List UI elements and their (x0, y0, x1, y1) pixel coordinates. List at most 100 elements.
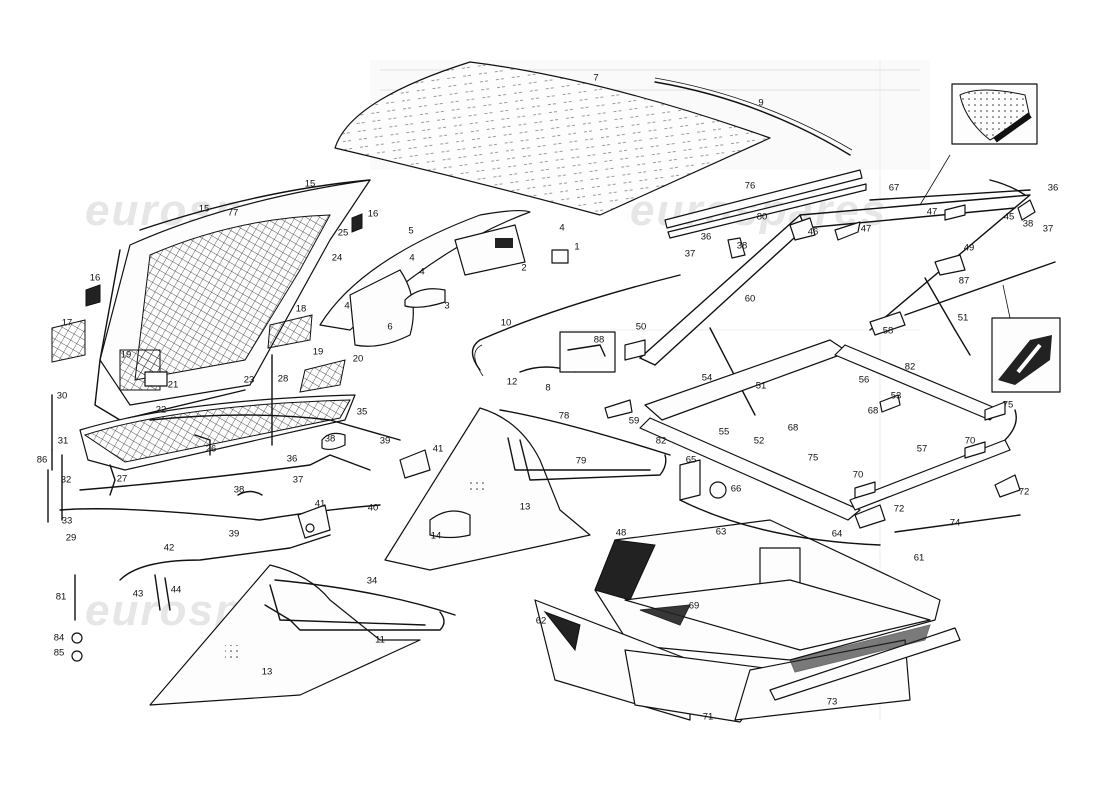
callout-label: 36 (287, 454, 298, 465)
callout-label: 33 (62, 516, 73, 527)
callout-label: 75 (808, 453, 819, 464)
callout-label: 38 (325, 434, 336, 445)
gas-strut-right (709, 277, 971, 416)
callout-label: 31 (58, 436, 69, 447)
callout-label: 58 (883, 326, 894, 337)
callout-label: 75 (1003, 400, 1014, 411)
callout-label: 13 (520, 502, 531, 513)
callout-label: 65 (686, 455, 697, 466)
callout-label: 44 (171, 585, 182, 596)
callout-label: 51 (756, 381, 767, 392)
callout-label: 20 (353, 354, 364, 365)
callout-label: 68 (868, 406, 879, 417)
callout-label: 84 (54, 633, 65, 644)
callout-label: 19 (121, 350, 132, 361)
callout-label: 4 (559, 223, 564, 234)
callout-label: 60 (745, 294, 756, 305)
callout-label: 36 (701, 232, 712, 243)
callout-label: 81 (56, 592, 67, 603)
boot-floor (534, 519, 961, 723)
callout-label: 26 (206, 444, 217, 455)
callout-label: 56 (859, 375, 870, 386)
callout-label: 29 (66, 533, 77, 544)
support-rod (904, 261, 1056, 316)
callout-label: 70 (853, 470, 864, 481)
callout-label: 82 (656, 436, 667, 447)
callout-label: 48 (616, 528, 627, 539)
callout-label: 9 (758, 98, 763, 109)
callout-label: 4 (419, 267, 424, 278)
callout-label: 23 (244, 375, 255, 386)
callout-label: 72 (1019, 487, 1030, 498)
callout-label: 24 (332, 253, 343, 264)
callout-label: 68 (788, 423, 799, 434)
gas-strut-left (47, 354, 273, 523)
callout-label: 38 (1023, 219, 1034, 230)
callout-label: 66 (731, 484, 742, 495)
callout-label: 85 (54, 648, 65, 659)
callout-label: 74 (950, 518, 961, 529)
callout-label: 42 (164, 543, 175, 554)
side-panel-lower (149, 564, 456, 706)
callout-label: 88 (594, 335, 605, 346)
callout-label: 80 (757, 212, 768, 223)
callout-label: 55 (719, 427, 730, 438)
callout-label: 59 (629, 416, 640, 427)
callout-label: 73 (827, 697, 838, 708)
callout-label: 61 (914, 553, 925, 564)
callout-label: 6 (387, 322, 392, 333)
callout-label: 38 (737, 241, 748, 252)
callout-label: 57 (917, 444, 928, 455)
callout-label: 2 (521, 263, 526, 274)
callout-label: 76 (745, 181, 756, 192)
callout-label: 77 (228, 208, 239, 219)
callout-label: 82 (905, 362, 916, 373)
callout-label: 71 (703, 712, 714, 723)
callout-label: 27 (117, 474, 128, 485)
callout-label: 5 (408, 226, 413, 237)
callout-label: 41 (433, 444, 444, 455)
callout-label: 78 (559, 411, 570, 422)
callout-label: 37 (685, 249, 696, 260)
cables-left (59, 414, 401, 581)
callout-label: 17 (62, 318, 73, 329)
callout-label: 43 (133, 589, 144, 600)
callout-label: 38 (234, 485, 245, 496)
callout-label: 16 (90, 273, 101, 284)
callout-label: 52 (754, 436, 765, 447)
callout-label: 87 (959, 276, 970, 287)
callout-label: 16 (368, 209, 379, 220)
callout-label: 54 (702, 373, 713, 384)
callout-label: 70 (965, 436, 976, 447)
callout-label: 32 (61, 475, 72, 486)
small-hardware (71, 432, 346, 662)
callout-label: 7 (593, 73, 598, 84)
callout-label: 35 (357, 407, 368, 418)
callout-label: 47 (861, 224, 872, 235)
callout-label: 37 (293, 475, 304, 486)
callout-label: 11 (375, 635, 385, 646)
callout-label: 3 (444, 301, 449, 312)
callout-label: 15 (305, 179, 316, 190)
callout-label: 10 (501, 318, 512, 329)
callout-label: 28 (278, 374, 289, 385)
latches (297, 449, 431, 539)
callout-label: 45 (1004, 212, 1015, 223)
callout-label: 30 (57, 391, 68, 402)
callout-label: 4 (409, 253, 414, 264)
callout-label: 46 (808, 227, 819, 238)
lower-frame (639, 339, 1017, 521)
header-trim (319, 209, 569, 347)
rear-window (334, 61, 771, 216)
callout-label: 25 (338, 228, 349, 239)
callout-label: 12 (507, 377, 518, 388)
callout-label: 14 (431, 531, 442, 542)
rod (894, 514, 1021, 533)
callout-label: 64 (832, 529, 843, 540)
vent-grilles (51, 213, 363, 393)
callout-label: 8 (545, 383, 550, 394)
callout-label: 86 (37, 455, 48, 466)
callout-label: 49 (964, 243, 975, 254)
